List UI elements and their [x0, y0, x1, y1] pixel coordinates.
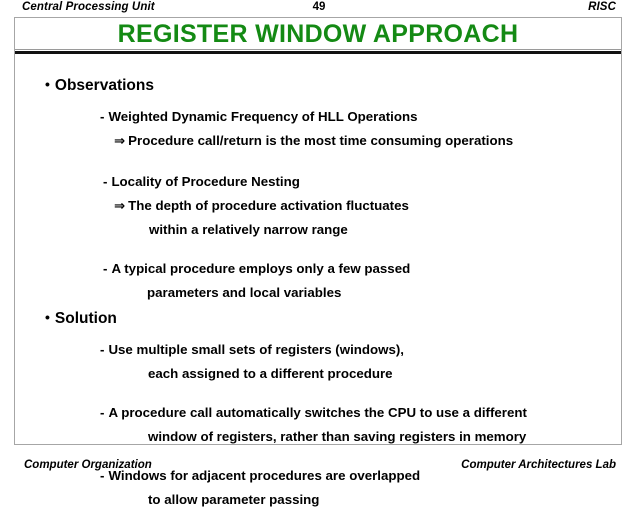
bullet-line-text: Procedure call/return is the most time c… — [128, 133, 514, 148]
dash-marker-icon: - — [100, 342, 105, 357]
bullet-line-continuation: window of registers, rather than saving … — [148, 430, 526, 443]
footer-lab-label: Computer Architectures Lab — [461, 459, 616, 471]
double-arrow-right-icon: ⇒ — [114, 134, 126, 149]
dash-marker-icon: - — [103, 261, 108, 276]
slide-frame: REGISTER WINDOW APPROACH •Observations-W… — [14, 17, 622, 506]
footer-course-label: Computer Organization — [24, 459, 152, 471]
bullet-line-arrow: ⇒Procedure call/return is the most time … — [114, 134, 513, 148]
dash-marker-icon: - — [100, 405, 105, 420]
bullet-line-text: Windows for adjacent procedures are over… — [108, 468, 421, 483]
bullet-line-text: Weighted Dynamic Frequency of HLL Operat… — [108, 109, 418, 124]
header-course-title: Central Processing Unit — [22, 1, 155, 13]
bullet-dot-icon: • — [45, 76, 50, 92]
bullet-line-dash: -A procedure call automatically switches… — [100, 406, 527, 419]
bullet-line-continuation: parameters and local variables — [147, 286, 341, 299]
bullet-line-text: to allow parameter passing — [148, 492, 320, 507]
bullet-line-dash: -Weighted Dynamic Frequency of HLL Opera… — [100, 110, 418, 123]
bullet-line-text: A typical procedure employs only a few p… — [111, 261, 411, 276]
slide-body: •Observations-Weighted Dynamic Frequency… — [15, 55, 621, 506]
section-heading: •Solution — [45, 310, 117, 327]
bullet-line-arrow: ⇒The depth of procedure activation fluct… — [114, 199, 409, 213]
bullet-line-text: Use multiple small sets of registers (wi… — [108, 342, 405, 357]
bullet-line-text: parameters and local variables — [147, 285, 342, 300]
title-divider-thick — [15, 51, 621, 54]
bullet-line-text: A procedure call automatically switches … — [108, 405, 527, 420]
page-header: Central Processing Unit 49 RISC — [0, 0, 638, 16]
dash-marker-icon: - — [103, 174, 108, 189]
dash-marker-icon: - — [100, 468, 105, 483]
bullet-line-text: The depth of procedure activation fluctu… — [128, 198, 409, 213]
header-topic-label: RISC — [588, 1, 616, 13]
bullet-line-text: each assigned to a different procedure — [148, 366, 393, 381]
bullet-line-text: within a relatively narrow range — [149, 222, 348, 237]
section-heading: •Observations — [45, 77, 154, 94]
bullet-line-dash: -Locality of Procedure Nesting — [103, 175, 300, 188]
double-arrow-right-icon: ⇒ — [114, 199, 126, 214]
bullet-line-text: window of registers, rather than saving … — [148, 429, 527, 444]
bullet-line-continuation: to allow parameter passing — [148, 493, 319, 506]
bullet-line-dash: -A typical procedure employs only a few … — [103, 262, 410, 275]
title-divider-thin — [15, 49, 621, 50]
slide-title-band: REGISTER WINDOW APPROACH — [15, 18, 621, 49]
section-heading-label: Solution — [54, 310, 117, 327]
dash-marker-icon: - — [100, 109, 105, 124]
page-title: REGISTER WINDOW APPROACH — [117, 20, 519, 48]
header-page-number: 49 — [312, 1, 326, 13]
section-heading-label: Observations — [54, 77, 154, 94]
bullet-dot-icon: • — [45, 309, 50, 325]
bullet-line-dash: -Use multiple small sets of registers (w… — [100, 343, 404, 356]
bullet-line-text: Locality of Procedure Nesting — [111, 174, 300, 189]
bullet-line-continuation: within a relatively narrow range — [149, 223, 348, 236]
bullet-line-continuation: each assigned to a different procedure — [148, 367, 393, 380]
